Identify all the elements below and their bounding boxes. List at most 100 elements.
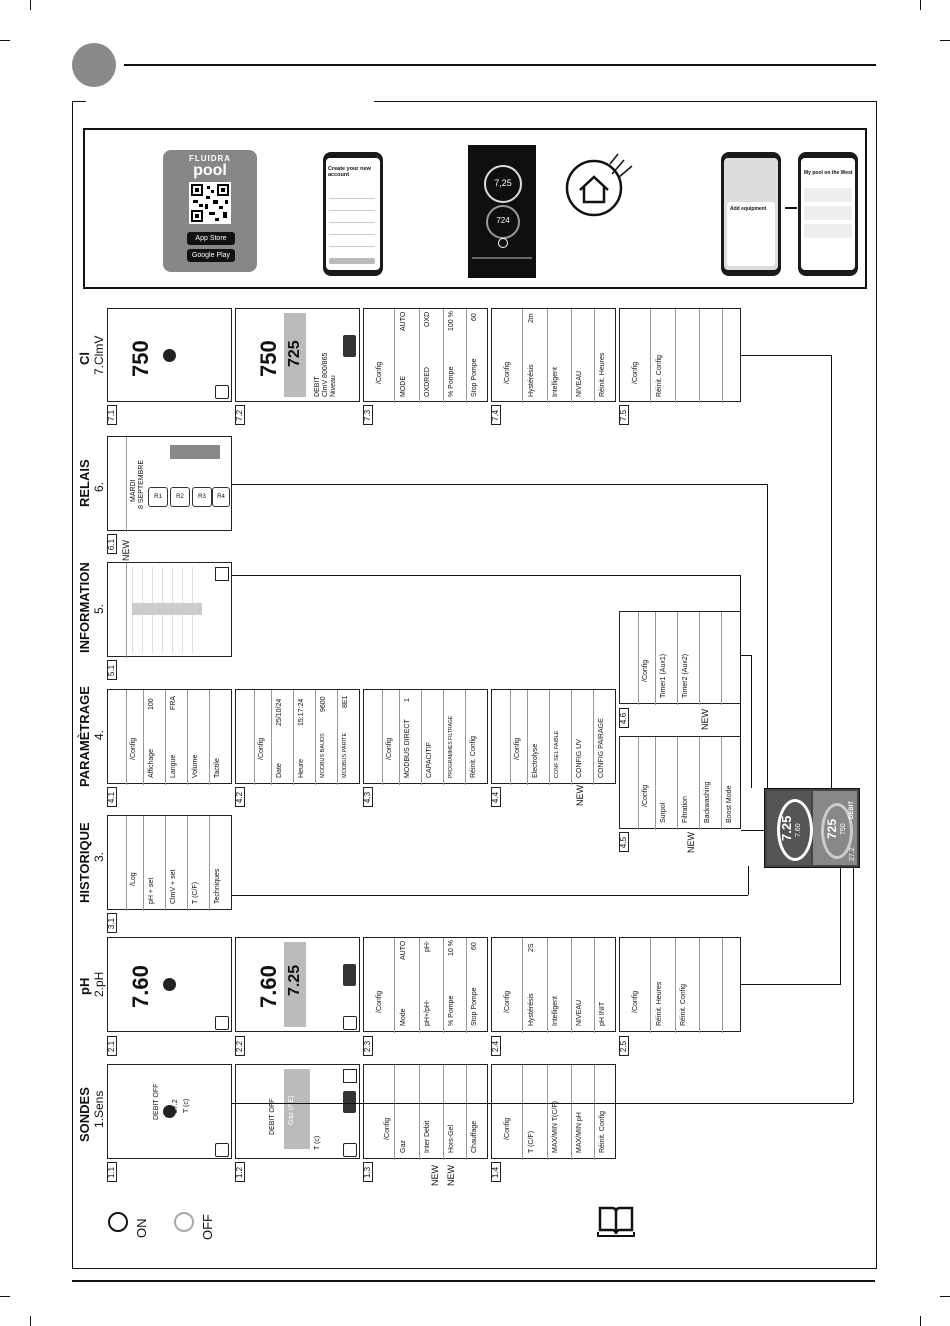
- col-sub-cl: 7.ClmV: [92, 335, 106, 375]
- cal-button[interactable]: [343, 1091, 356, 1113]
- phone-my-pool: My pool on the West: [798, 152, 858, 276]
- cal-button[interactable]: [343, 964, 356, 986]
- connector-line: [767, 484, 769, 788]
- connector-line: [740, 575, 742, 788]
- screen-4-4[interactable]: /Config Electrolyse CONF SEL FAIBLE CONF…: [491, 689, 616, 785]
- screen-text: % Pompe: [448, 366, 455, 397]
- relay-r4[interactable]: R4: [212, 487, 230, 507]
- screen-text: 8 SEPTEMBRE: [138, 459, 145, 509]
- main-ph-set: 7.60: [795, 823, 802, 837]
- screen-3-1[interactable]: /Log pH + set ClmV + set T (C/F) Techniq…: [107, 815, 232, 911]
- next-icon[interactable]: [215, 567, 229, 581]
- screen-text: /Config: [642, 784, 649, 807]
- screen-text: /Config: [376, 361, 383, 384]
- screen-4-5[interactable]: /Config Surpol Filtration Backwashing Bo…: [619, 736, 741, 830]
- screen-text: OXDRED: [424, 367, 431, 397]
- screen-2-1[interactable]: 7.60: [107, 937, 232, 1032]
- signup-title: Create your new account: [328, 166, 371, 178]
- screen-text: NIVEAU: [576, 999, 583, 1026]
- new-label: NEW: [430, 1165, 440, 1186]
- legend-off: OFF: [200, 1214, 215, 1240]
- screen-2-5[interactable]: /Config Réinit. Heures Réinit. Config: [619, 937, 741, 1033]
- screen-value: 25/10/24: [276, 698, 283, 726]
- screen-text: T (c): [314, 1135, 321, 1150]
- screen-value: OXD: [424, 311, 431, 327]
- relay-r1[interactable]: R1: [148, 487, 168, 507]
- plus-icon[interactable]: [163, 978, 176, 991]
- arrow-right-icon: [785, 207, 797, 209]
- app-store-badge[interactable]: App Store: [187, 232, 235, 245]
- power-on-icon: [108, 1212, 128, 1232]
- back-icon[interactable]: [215, 1143, 229, 1157]
- screen-7-5[interactable]: /Config Réinit. Config: [619, 308, 741, 403]
- screen-5-1[interactable]: [107, 562, 232, 658]
- screen-text: Gaz (F.E): [288, 1095, 295, 1125]
- screen-7-1[interactable]: 750: [107, 308, 232, 402]
- screen-text: Filtration: [682, 796, 689, 823]
- back-icon[interactable]: [343, 1143, 357, 1157]
- col-sub-relais: 6.: [92, 481, 106, 492]
- screen-text: Intelligent: [552, 367, 559, 397]
- menu-icon[interactable]: [343, 1069, 357, 1083]
- screen-number: 7.3: [363, 405, 373, 425]
- screen-7-4[interactable]: /Config Hystérésis Intelligent NIVEAU Ré…: [491, 308, 616, 403]
- col-sub-sondes: 1.Sens: [92, 1090, 106, 1128]
- screen-1-4[interactable]: /Config T (C/F) MAX/MIN T(C/F) MAX/MIN p…: [491, 1064, 616, 1160]
- screen-text: /Config: [384, 1117, 391, 1140]
- screen-text: Backwashing: [704, 781, 711, 823]
- home-button-icon[interactable]: [498, 238, 508, 248]
- screen-4-1[interactable]: /Config Affichage Langue Volume Tactile …: [107, 689, 232, 785]
- main-screen[interactable]: 7.25 7.60 725 750 DEBIT 27.2: [764, 788, 860, 868]
- screen-text: Gaz: [400, 1140, 407, 1153]
- screen-4-3[interactable]: /Config MODBUS DIRECT CAPACITIF PROGRAMM…: [363, 689, 488, 785]
- screen-1-2[interactable]: DEBIT OFF Gaz (F.E) T (c): [235, 1064, 360, 1159]
- screen-2-3[interactable]: /Config Mode pH+/pH- % Pompe Stop Pompe …: [363, 937, 488, 1033]
- screen-text: MODBUS BAUDS: [320, 733, 326, 778]
- signup-button[interactable]: [329, 258, 375, 264]
- screen-2-2[interactable]: 7.60 7.25: [235, 937, 360, 1032]
- screen-number: 5.1: [107, 660, 117, 680]
- screen-4-2[interactable]: /Config Date Heure MODBUS BAUDS MODBUS P…: [235, 689, 360, 785]
- screen-text: Chauffage: [471, 1120, 478, 1153]
- relay-r2[interactable]: R2: [170, 487, 190, 507]
- screen-text: Boost Mode: [726, 785, 733, 823]
- screen-value: 100 %: [448, 311, 455, 331]
- relay-off-buttons[interactable]: [170, 445, 220, 459]
- google-play-badge[interactable]: Google Play: [187, 249, 235, 262]
- screen-text: Hors-Gel: [448, 1124, 455, 1153]
- screen-text: MODBUS PARITE: [342, 732, 348, 778]
- screen-text: MODBUS DIRECT: [404, 719, 411, 778]
- col-sub-ph: 2.pH: [92, 971, 106, 997]
- plus-icon[interactable]: [163, 349, 176, 362]
- connector-line: [232, 1103, 853, 1104]
- new-label: NEW: [700, 709, 710, 730]
- new-label: NEW: [686, 832, 696, 853]
- screen-text: CAPACITIF: [426, 741, 433, 778]
- connector-line: [741, 355, 831, 356]
- back-icon[interactable]: [343, 1016, 357, 1030]
- back-icon[interactable]: [215, 385, 229, 399]
- screen-value: AUTO: [400, 940, 407, 960]
- screen-6-1[interactable]: MARDI 8 SEPTEMBRE R1 R2 R3 R4: [107, 436, 232, 532]
- main-orp-set: 750: [840, 823, 847, 835]
- crop-mark: [920, 0, 921, 10]
- screen-text: pH INIT: [599, 1001, 606, 1026]
- screen-1-1[interactable]: DEBIT OFF 27.2 T (c): [107, 1064, 232, 1159]
- screen-text: % Pompe: [448, 995, 455, 1026]
- screen-text: MARDI: [130, 479, 137, 502]
- plus-icon[interactable]: [163, 1105, 176, 1118]
- screen-value: FRA: [170, 696, 177, 710]
- screen-7-2[interactable]: 750 725 DEBIT ClmV 800/865 Niveau: [235, 308, 360, 402]
- new-label: NEW: [575, 785, 585, 806]
- screen-number: 7.4: [491, 405, 501, 425]
- cal-button[interactable]: [343, 335, 356, 357]
- relay-r3[interactable]: R3: [192, 487, 212, 507]
- screen-2-4[interactable]: /Config Hystérésis Intelligent NIVEAU pH…: [491, 937, 616, 1033]
- screen-text: Réinit. Config: [680, 983, 687, 1026]
- screen-7-3[interactable]: /Config MODE OXDRED % Pompe Stop Pompe A…: [363, 308, 488, 403]
- screen-4-6[interactable]: /Config Timer1 (Aux1) Timer2 (Aux2): [619, 611, 741, 705]
- back-icon[interactable]: [215, 1016, 229, 1030]
- screen-text: Heure: [298, 758, 305, 778]
- screen-1-3[interactable]: /Config Gaz Inter Debit Hors-Gel Chauffa…: [363, 1064, 488, 1160]
- screen-text: Timer1 (Aux1): [660, 653, 667, 698]
